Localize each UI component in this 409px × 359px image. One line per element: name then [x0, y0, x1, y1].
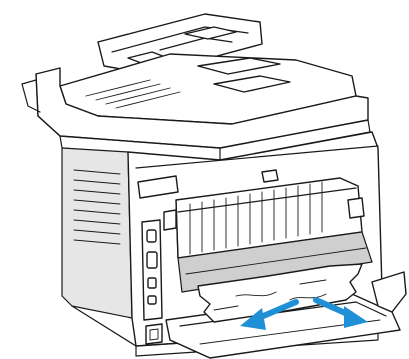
printer-jam-illustration	[0, 0, 409, 359]
